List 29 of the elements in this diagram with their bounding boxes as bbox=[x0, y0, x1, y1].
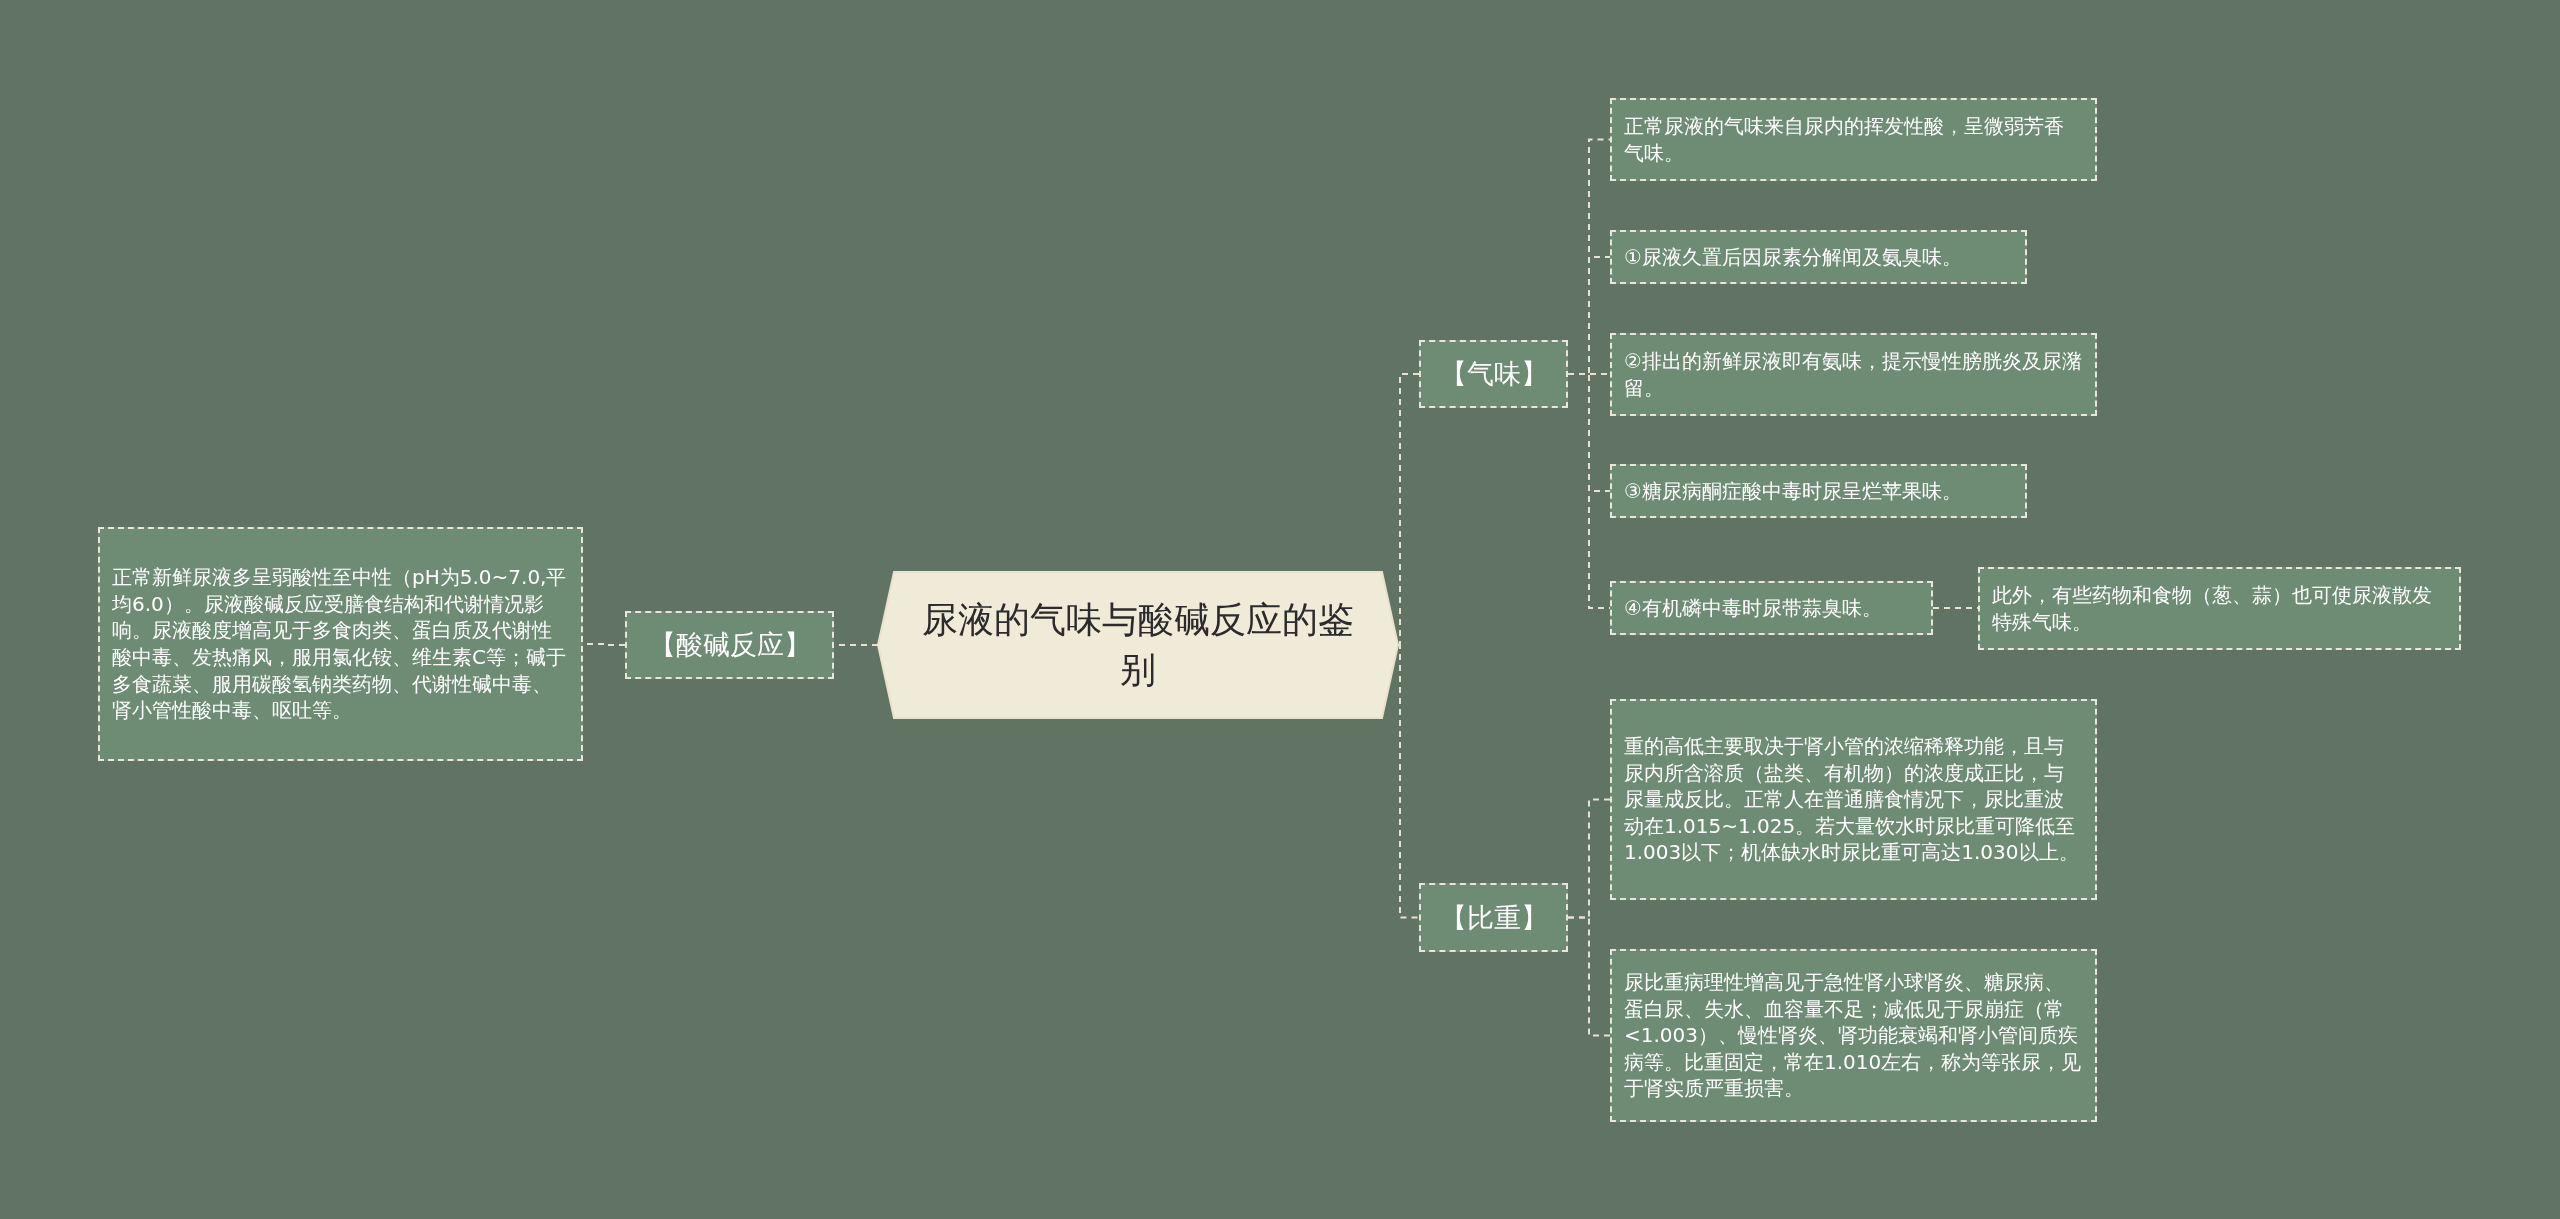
note-text: 尿比重病理性增高见于急性肾小球肾炎、糖尿病、蛋白尿、失水、血容量不足；减低见于尿崩症（常<1.003）、慢性肾炎、肾功能衰竭和肾小管间质疾病等。比重固定，常在1.010左右，称为等张尿，见于肾实质严重损害。 bbox=[1624, 969, 2083, 1102]
note-box bbox=[98, 527, 583, 761]
note-text: 此外，有些药物和食物（葱、蒜）也可使尿液散发特殊气味。 bbox=[1992, 581, 2433, 636]
connector-line bbox=[1397, 644, 1420, 919]
note-box bbox=[1610, 464, 2027, 518]
note-box bbox=[1610, 581, 1933, 635]
note-text: ④有机磷中毒时尿带蒜臭味。 bbox=[1624, 594, 1882, 622]
note-box bbox=[1610, 333, 2097, 416]
central-topic-hexagon bbox=[878, 572, 1398, 718]
connector-line bbox=[1567, 916, 1611, 1037]
topic-label: 【酸碱反应】 bbox=[648, 628, 811, 662]
topic-box bbox=[1419, 340, 1568, 408]
connector-line bbox=[1397, 373, 1420, 646]
note-text: 重的高低主要取决于肾小管的浓缩稀释功能，且与尿内所含溶质（盐类、有机物）的浓度成正比，与尿量成反比。正常人在普通膳食情况下，尿比重波动在1.015~1.025。若大量饮水时尿比重可降低至1.003以下；机体缺水时尿比重可高达1.030以上。 bbox=[1624, 733, 2080, 866]
topic-label: 【气味】 bbox=[1439, 357, 1548, 391]
note-box bbox=[1610, 949, 2097, 1122]
note-text: 正常新鲜尿液多呈弱酸性至中性（pH为5.0~7.0,平均6.0）。尿液酸碱反应受膳食结构和代谢情况影响。尿液酸度增高见于多食肉类、蛋白质及代谢性酸中毒、发热痛风，服用氯化铵、维生素C等；碱于多食蔬菜、服用碳酸氢钠类药物、代谢性碱中毒、肾小管性酸中毒、呕吐等。 bbox=[112, 564, 568, 724]
note-box bbox=[1610, 98, 2097, 181]
note-box bbox=[1978, 567, 2461, 650]
topic-box bbox=[625, 611, 834, 679]
central-topic-text: 尿液的气味与酸碱反应的鉴别 bbox=[921, 597, 1355, 692]
topic-label: 【比重】 bbox=[1439, 900, 1548, 935]
note-box bbox=[1610, 699, 2097, 900]
note-text: 正常尿液的气味来自尿内的挥发性酸，呈微弱芳香气味。 bbox=[1624, 112, 2065, 167]
note-text: ③糖尿病酮症酸中毒时尿呈烂苹果味。 bbox=[1624, 477, 1962, 505]
note-text: ②排出的新鲜尿液即有氨味，提示慢性膀胱炎及尿潴留。 bbox=[1624, 347, 2083, 402]
note-text: ①尿液久置后因尿素分解闻及氨臭味。 bbox=[1624, 243, 1962, 271]
note-box bbox=[1610, 230, 2027, 284]
topic-box bbox=[1419, 883, 1568, 952]
